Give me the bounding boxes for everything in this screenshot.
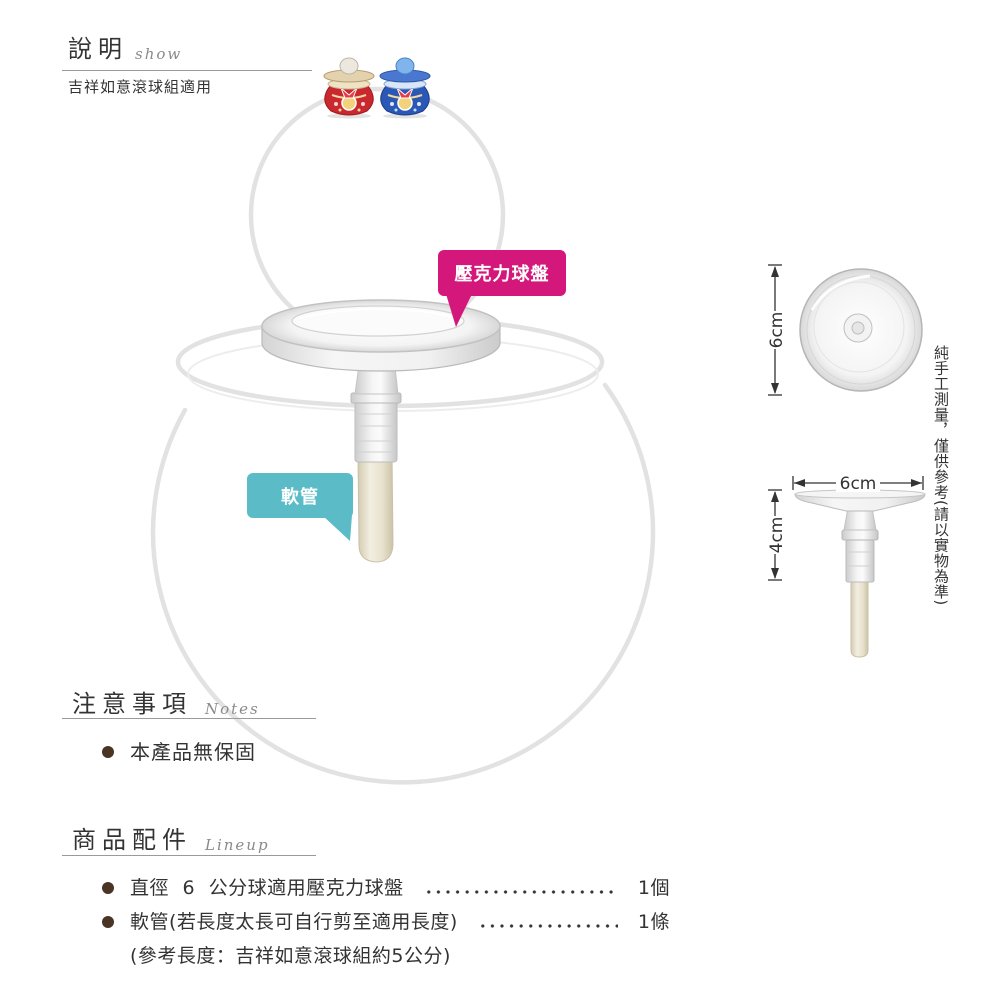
blue-jar-thumbnail <box>379 57 431 119</box>
arrow-down-icon <box>771 568 779 579</box>
tube-connector-main <box>350 357 402 463</box>
dimension-side-height-label: 4cm <box>767 517 787 554</box>
dimension-side-width <box>792 474 924 492</box>
disc-callout-tail <box>446 294 472 327</box>
lineup-list-item: 軟管(若長度太長可自行剪至適用長度) 1條 <box>102 910 670 934</box>
lineup-item-quantity: 1個 <box>637 877 670 899</box>
description-title: 說明 <box>68 35 128 63</box>
lineup-item-name: 軟管(若長度太長可自行剪至適用長度) <box>130 911 458 933</box>
tube-callout-tail <box>322 515 352 541</box>
dimension-top-diameter-label: 6cm <box>767 312 787 349</box>
disc-side-view <box>794 489 926 658</box>
arrow-up-icon <box>771 266 779 277</box>
notes-title-en: Notes <box>205 700 260 718</box>
lineup-list-item: 直徑 6 公分球適用壓克力球盤 1個 <box>102 876 670 900</box>
tube-main <box>357 454 394 563</box>
lineup-item-quantity: 1條 <box>637 911 670 933</box>
description-title-en: show <box>135 45 183 63</box>
bullet-icon <box>102 746 114 758</box>
red-jar-thumbnail <box>323 57 375 119</box>
notes-divider <box>62 718 316 719</box>
lineup-footnote: (參考長度：吉祥如意滾球組約5公分) <box>130 945 451 967</box>
description-subtitle: 吉祥如意滾球組適用 <box>68 78 213 96</box>
disc-callout: 壓克力球盤 <box>438 250 566 296</box>
dimension-side-width-label: 6cm <box>840 474 877 494</box>
lineup-title: 商品配件 <box>72 826 192 854</box>
bullet-icon <box>102 916 114 928</box>
measurement-disclaimer: 純手工測量，僅供參考(請以實物為準) <box>932 345 950 606</box>
arrow-down-icon <box>771 383 779 394</box>
dotted-leader <box>477 923 618 929</box>
notes-title: 注意事項 <box>72 690 192 718</box>
dimension-top-diameter <box>765 264 786 396</box>
arrow-right-icon <box>911 479 922 487</box>
lineup-title-en: Lineup <box>205 836 270 854</box>
dimension-side-height <box>765 489 786 581</box>
jar-outline-illustration <box>150 86 656 785</box>
description-divider <box>62 70 312 71</box>
jar-body-outline <box>150 382 656 785</box>
dotted-leader <box>423 889 618 895</box>
tube-callout: 軟管 <box>247 473 353 518</box>
notes-list-item: 本產品無保固 <box>102 740 256 764</box>
disc-top-view <box>799 268 923 392</box>
arrow-up-icon <box>771 491 779 502</box>
arrow-left-icon <box>794 479 805 487</box>
lineup-item-name: 直徑 6 公分球適用壓克力球盤 <box>130 877 404 899</box>
bullet-icon <box>102 882 114 894</box>
lineup-divider <box>62 855 316 856</box>
notes-item-text: 本產品無保固 <box>130 740 256 764</box>
acrylic-disc-main <box>261 299 501 372</box>
